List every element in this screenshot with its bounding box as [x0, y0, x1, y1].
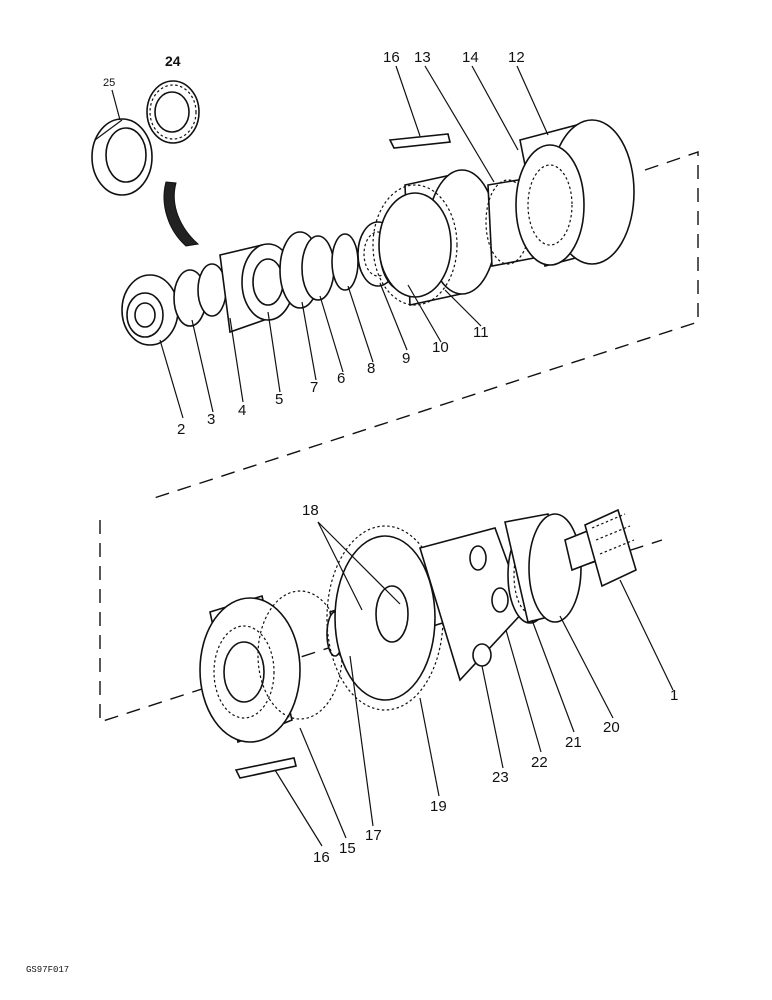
bearing-cup-part-25: [91, 118, 153, 196]
callout-21: 21: [565, 734, 582, 751]
callout-1: 1: [670, 687, 678, 704]
upper-callouts: 25 24 16 13 14 12 2 3 4 5 7 6 8 9 10 11: [103, 49, 525, 438]
callout-13: 13: [414, 49, 431, 66]
callout-18: 18: [302, 502, 319, 519]
ring-part-8: [331, 233, 359, 291]
callout-8: 8: [367, 360, 375, 377]
callout-20: 20: [603, 719, 620, 736]
callout-16-upper: 16: [383, 49, 400, 66]
callout-24: 24: [165, 53, 181, 69]
ring-part-6: [301, 235, 335, 301]
gear-part-11: [372, 169, 497, 306]
callout-14: 14: [462, 49, 479, 66]
callout-16-lower: 16: [313, 849, 330, 866]
assembly-arrow-icon: [163, 181, 200, 247]
callout-9: 9: [402, 350, 410, 367]
callout-3: 3: [207, 411, 215, 428]
callout-10: 10: [432, 339, 449, 356]
callout-19: 19: [430, 798, 447, 815]
key-part-16-lower: [234, 757, 297, 779]
callout-6: 6: [337, 370, 345, 387]
lower-callouts: 18 1 20 21 22 23 19 17 15 16: [302, 502, 678, 866]
key-part-16-upper: [388, 133, 451, 149]
plate-part-22: [418, 527, 526, 682]
callout-15: 15: [339, 840, 356, 857]
figure-code: GS97F017: [26, 965, 69, 975]
callout-23: 23: [492, 769, 509, 786]
clutch-drum-part-15: [199, 590, 343, 744]
upper-subassembly-boundary: [147, 151, 699, 501]
callout-22: 22: [531, 754, 548, 771]
gear-part-19: [326, 525, 444, 711]
pinion-shaft-part-1: [564, 508, 637, 588]
callout-5: 5: [275, 391, 283, 408]
callout-4: 4: [238, 402, 246, 419]
callout-17: 17: [365, 827, 382, 844]
bolt-part-23: [472, 643, 492, 667]
bearing-cone-part-24: [146, 80, 200, 144]
leader-lines: [111, 65, 674, 847]
clutch-drum-part-12: [515, 119, 635, 267]
callout-7: 7: [310, 379, 318, 396]
callout-2: 2: [177, 421, 185, 438]
callout-11: 11: [473, 324, 489, 341]
callout-25: 25: [103, 77, 115, 89]
nut-part-2: [121, 274, 179, 346]
callout-12: 12: [508, 49, 525, 66]
